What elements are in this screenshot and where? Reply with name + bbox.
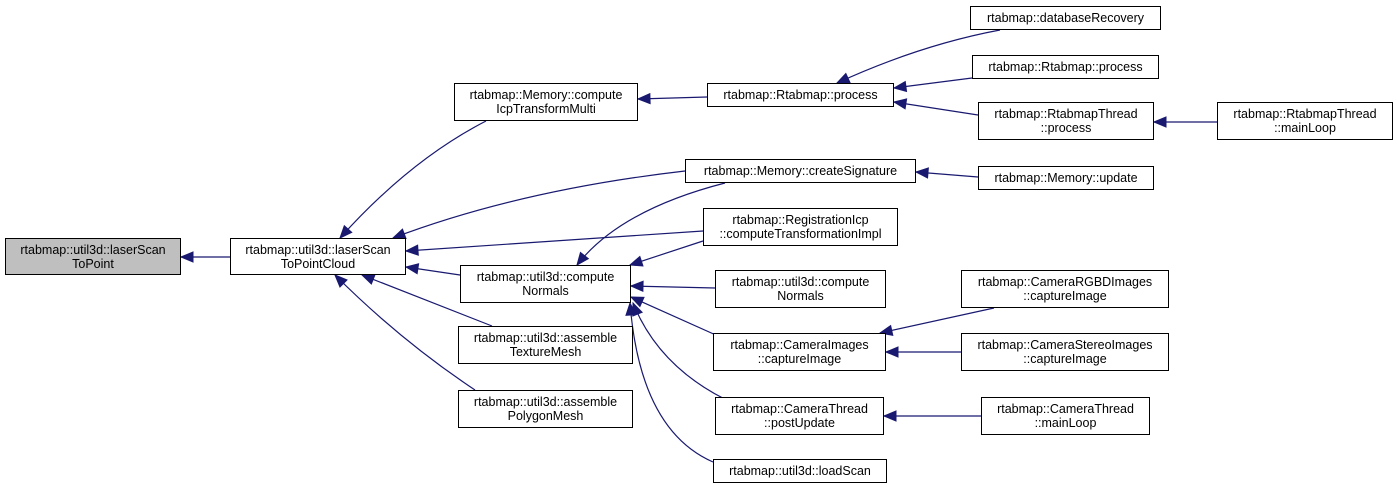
node-laserscantopoint: rtabmap::util3d::laserScan ToPoint xyxy=(5,238,181,275)
arrowhead-memoryUpdate-to-createSignature xyxy=(914,167,929,179)
node-camerathread-postupdate[interactable]: rtabmap::CameraThread ::postUpdate xyxy=(715,397,884,435)
node-rtabmap-process-public[interactable]: rtabmap::Rtabmap::process xyxy=(972,55,1159,79)
node-rtabmap-process-public-line1: rtabmap::Rtabmap::process xyxy=(988,60,1143,74)
node-assemblepolygonmesh-line1: rtabmap::util3d::assemble xyxy=(473,395,618,409)
node-computeicptransformmulti-line2: IcpTransformMulti xyxy=(496,102,596,116)
edge-loadScan-to-computeNormalsA xyxy=(629,302,714,463)
arrowhead-loadScan-to-computeNormalsA xyxy=(625,301,637,316)
arrowhead-cameraImagesCapture-to-computeNormalsA xyxy=(629,296,645,308)
edge-rtabmapThreadProcess-to-rtabmapProcess xyxy=(893,101,979,116)
node-computenormals-a[interactable]: rtabmap::util3d::compute Normals xyxy=(460,265,631,303)
arrowhead-cameraThreadMainLoop-to-cameraThreadPostUpdate xyxy=(882,410,897,422)
node-camerathread-postupdate-line2: ::postUpdate xyxy=(764,416,835,430)
node-camerargbd-capture[interactable]: rtabmap::CameraRGBDImages ::captureImage xyxy=(961,270,1169,308)
arrowhead-rtabmapThreadMainLoop-to-rtabmapThreadProcess xyxy=(1152,116,1167,128)
arrowhead-computeNormalsA-to-laserScanToPointCloud xyxy=(404,263,420,275)
arrowhead-laserScanToPointCloud-to-laserScanToPoint xyxy=(179,251,194,263)
node-rtabmapthread-mainloop[interactable]: rtabmap::RtabmapThread ::mainLoop xyxy=(1217,102,1393,140)
arrowhead-registrationIcp-to-computeNormalsA xyxy=(628,255,644,267)
node-memory-update-line1: rtabmap::Memory::update xyxy=(994,171,1138,185)
arrowhead-registrationIcp-to-laserScanToPointCloud xyxy=(404,244,419,256)
arrowhead-createSignature-to-computeNormalsA xyxy=(576,251,590,267)
node-registrationicp[interactable]: rtabmap::RegistrationIcp ::computeTransf… xyxy=(703,208,898,246)
node-camerastereo-capture[interactable]: rtabmap::CameraStereoImages ::captureIma… xyxy=(961,333,1169,371)
edge-databaseRecovery-to-rtabmapProcess xyxy=(836,29,1001,84)
node-computenormals-a-line1: rtabmap::util3d::compute xyxy=(476,270,615,284)
arrowhead-cameraStereoCapture-to-cameraImagesCapture xyxy=(884,346,899,358)
node-registrationicp-line2: ::computeTransformationImpl xyxy=(719,227,882,241)
edge-createSignature-to-laserScanToPointCloud xyxy=(392,170,686,239)
arrowhead-computeIcpTransformMulti-to-laserScanToPointCloud xyxy=(339,224,353,239)
node-assembletexturemesh[interactable]: rtabmap::util3d::assemble TextureMesh xyxy=(458,326,633,364)
node-creategsignature[interactable]: rtabmap::Memory::createSignature xyxy=(685,159,916,183)
edge-cameraRGBDCapture-to-cameraImagesCapture xyxy=(879,307,995,334)
edge-computeNormalsB-to-computeNormalsA xyxy=(630,285,716,289)
node-loadscan[interactable]: rtabmap::util3d::loadScan xyxy=(713,459,887,483)
node-camerastereo-capture-line2: ::captureImage xyxy=(1023,352,1107,366)
edge-registrationIcp-to-laserScanToPointCloud xyxy=(405,230,704,252)
node-camerargbd-capture-line1: rtabmap::CameraRGBDImages xyxy=(977,275,1153,289)
edge-createSignature-to-computeNormalsA xyxy=(576,182,726,266)
node-camerathread-mainloop[interactable]: rtabmap::CameraThread ::mainLoop xyxy=(981,397,1150,435)
node-laserscantopoint-line1: rtabmap::util3d::laserScan xyxy=(20,242,166,257)
arrowhead-rtabmapThreadProcess-to-rtabmapProcess xyxy=(892,98,908,110)
arrowhead-assembleTextureMesh-to-laserScanToPointCloud xyxy=(360,274,376,285)
node-computenormals-a-line2: Normals xyxy=(522,284,569,298)
node-laserscantopointcloud-line1: rtabmap::util3d::laserScan xyxy=(245,242,391,257)
node-cameraimages-capture[interactable]: rtabmap::CameraImages ::captureImage xyxy=(713,333,886,371)
node-rtabmapthread-process-line2: ::process xyxy=(1040,121,1092,135)
arrowhead-computeNormalsB-to-computeNormalsA xyxy=(629,280,644,293)
node-databaserecovery-line1: rtabmap::databaseRecovery xyxy=(986,11,1145,25)
node-camerastereo-capture-line1: rtabmap::CameraStereoImages xyxy=(977,338,1153,352)
node-computeicptransformmulti[interactable]: rtabmap::Memory::compute IcpTransformMul… xyxy=(454,83,638,121)
arrowhead-databaseRecovery-to-rtabmapProcess xyxy=(835,72,851,84)
arrowhead-rtabmapPublicProcess-to-rtabmapProcess xyxy=(892,80,908,93)
node-rtabmapthread-mainloop-line2: ::mainLoop xyxy=(1274,121,1336,135)
node-databaserecovery[interactable]: rtabmap::databaseRecovery xyxy=(970,6,1161,30)
node-laserscantopointcloud[interactable]: rtabmap::util3d::laserScan ToPointCloud xyxy=(230,238,406,275)
arrowhead-assemblePolygonMesh-to-laserScanToPointCloud xyxy=(334,274,348,288)
node-computenormals-b[interactable]: rtabmap::util3d::compute Normals xyxy=(715,270,886,308)
node-assemblepolygonmesh[interactable]: rtabmap::util3d::assemble PolygonMesh xyxy=(458,390,633,428)
node-camerathread-mainloop-line2: ::mainLoop xyxy=(1034,416,1097,430)
node-registrationicp-line1: rtabmap::RegistrationIcp xyxy=(732,213,869,227)
node-rtabmap-process[interactable]: rtabmap::Rtabmap::process xyxy=(707,83,894,107)
node-computeicptransformmulti-line1: rtabmap::Memory::compute xyxy=(469,88,623,102)
edge-cameraImagesCapture-to-computeNormalsA xyxy=(630,296,728,341)
edge-assembleTextureMesh-to-laserScanToPointCloud xyxy=(361,274,493,327)
node-laserscantopoint-line2: ToPoint xyxy=(72,256,114,271)
arrowhead-rtabmapProcess-to-computeIcpTransformMulti xyxy=(636,92,651,105)
node-camerargbd-capture-line2: ::captureImage xyxy=(1023,289,1107,303)
node-cameraimages-capture-line2: ::captureImage xyxy=(757,352,842,366)
node-assembletexturemesh-line1: rtabmap::util3d::assemble xyxy=(473,331,618,345)
edge-cameraThreadPostUpdate-to-computeNormalsA xyxy=(632,302,736,405)
node-laserscantopointcloud-line2: ToPointCloud xyxy=(280,256,356,271)
node-camerathread-mainloop-line1: rtabmap::CameraThread xyxy=(997,402,1134,416)
edge-computeIcpTransformMulti-to-laserScanToPointCloud xyxy=(339,120,487,239)
node-rtabmapthread-mainloop-line1: rtabmap::RtabmapThread xyxy=(1233,107,1377,121)
node-memory-update[interactable]: rtabmap::Memory::update xyxy=(978,166,1154,190)
arrowhead-cameraRGBDCapture-to-cameraImagesCapture xyxy=(878,324,894,336)
node-loadscan-line1: rtabmap::util3d::loadScan xyxy=(729,464,871,478)
node-computenormals-b-line1: rtabmap::util3d::compute xyxy=(731,275,870,289)
node-rtabmapthread-process[interactable]: rtabmap::RtabmapThread ::process xyxy=(978,102,1154,140)
node-createsignature-line1: rtabmap::Memory::createSignature xyxy=(703,164,898,178)
edge-registrationIcp-to-computeNormalsA xyxy=(629,240,704,266)
edge-assemblePolygonMesh-to-laserScanToPointCloud xyxy=(334,274,476,391)
node-rtabmap-process-line1: rtabmap::Rtabmap::process xyxy=(723,88,878,102)
node-assembletexturemesh-line2: TextureMesh xyxy=(509,345,582,359)
node-cameraimages-capture-line1: rtabmap::CameraImages xyxy=(730,338,869,352)
node-camerathread-postupdate-line1: rtabmap::CameraThread xyxy=(731,402,868,416)
node-assemblepolygonmesh-line2: PolygonMesh xyxy=(507,409,584,423)
node-rtabmapthread-process-line1: rtabmap::RtabmapThread xyxy=(994,107,1138,121)
edge-rtabmapPublicProcess-to-rtabmapProcess xyxy=(893,77,973,89)
node-computenormals-b-line2: Normals xyxy=(777,289,824,303)
